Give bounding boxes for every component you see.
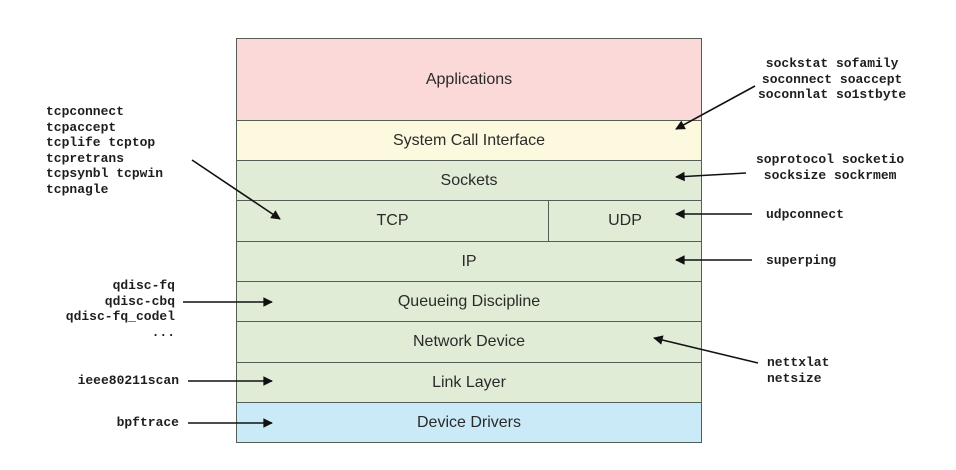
tools-socket-syscalls: sockstat sofamily soconnect soaccept soc… xyxy=(758,56,907,102)
layer-label: Queueing Discipline xyxy=(397,292,541,310)
tools-udp: udpconnect xyxy=(766,207,845,222)
layer-link-layer: Link Layer xyxy=(236,362,702,403)
tools-tcp: tcpconnect tcpaccept tcplife tcptop tcpr… xyxy=(46,104,164,197)
layer-label: IP xyxy=(461,252,477,270)
tools-device-drivers: bpftrace xyxy=(116,415,179,430)
layer-network-device: Network Device xyxy=(236,321,702,363)
layer-udp: UDP xyxy=(548,200,702,242)
layer-label: Applications xyxy=(425,70,513,88)
layer-sockets: Sockets xyxy=(236,160,702,201)
layer-tcp: TCP xyxy=(236,200,549,242)
tools-ip: superping xyxy=(766,253,837,268)
layer-system-call-interface: System Call Interface xyxy=(236,120,702,161)
layer-label: Network Device xyxy=(412,333,526,350)
tools-qdisc: qdisc-fq qdisc-cbq qdisc-fq_codel ... xyxy=(65,278,175,340)
tools-sockets: soprotocol socketio socksize sockrmem xyxy=(756,152,905,183)
tools-link-layer: ieee80211scan xyxy=(77,373,179,388)
layer-label: TCP xyxy=(376,212,409,229)
layer-ip: IP xyxy=(236,241,702,282)
layer-label: System Call Interface xyxy=(392,131,546,149)
layer-label: Sockets xyxy=(440,171,498,189)
layer-applications: Applications xyxy=(236,38,702,121)
network-stack: Applications System Call Interface Socke… xyxy=(236,38,704,443)
tools-network-device: nettxlat netsize xyxy=(767,355,830,386)
layer-device-drivers: Device Drivers xyxy=(236,402,702,443)
layer-queueing-discipline: Queueing Discipline xyxy=(236,281,702,322)
layer-label: Link Layer xyxy=(432,373,506,391)
layer-label: UDP xyxy=(608,212,642,229)
layer-label: Device Drivers xyxy=(416,413,521,431)
